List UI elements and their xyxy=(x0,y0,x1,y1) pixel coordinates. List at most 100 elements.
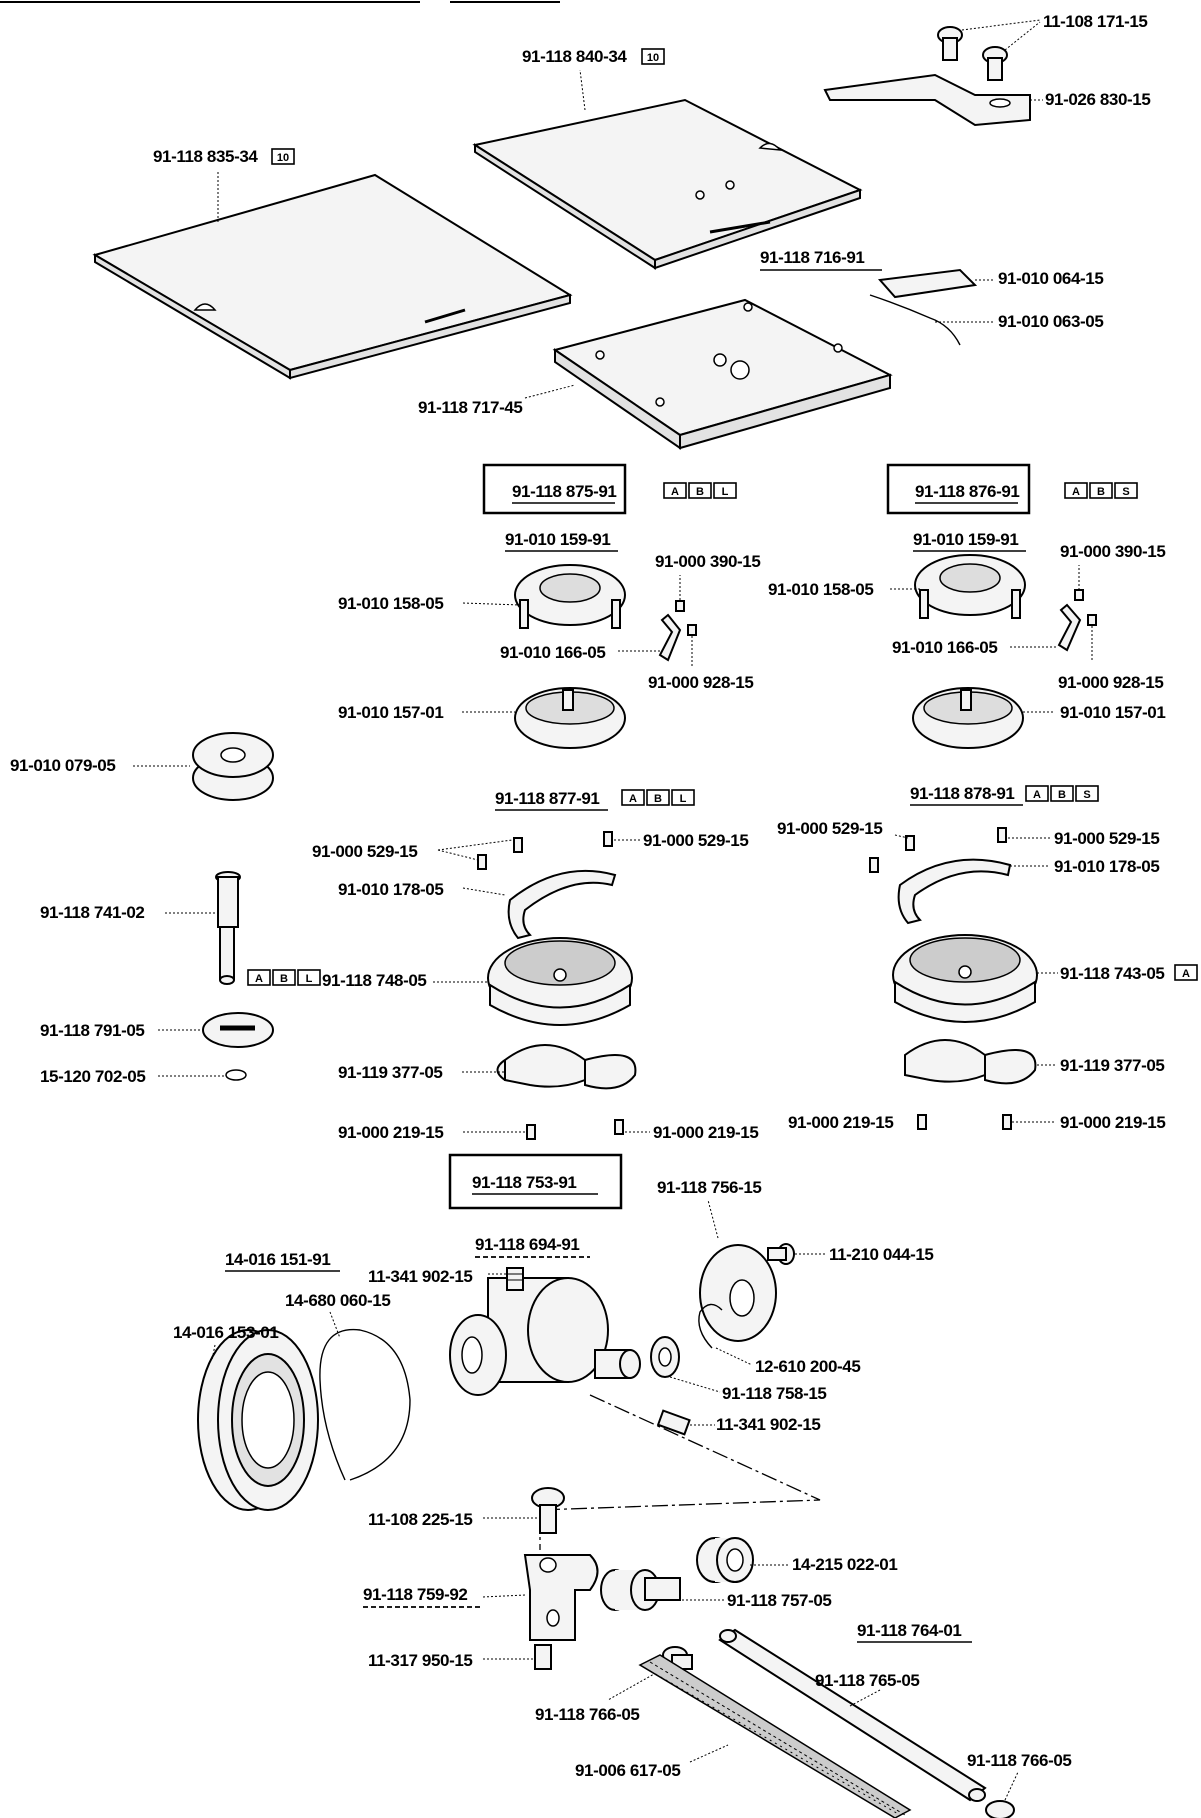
box-saddle-assy xyxy=(448,1153,623,1210)
label-slide-plate-left: 91-118 835-34 xyxy=(153,147,258,166)
label-gib-left: 91-010 178-05 xyxy=(338,880,443,899)
label-plug-right: 91-118 766-05 xyxy=(967,1751,1071,1770)
screw-top-right-part xyxy=(937,26,1008,81)
label-crank-assy: 91-118 759-92 xyxy=(363,1585,467,1604)
shaft-part xyxy=(718,1628,987,1802)
label-hook-sub-left: 91-118 877-91 xyxy=(495,789,599,808)
label-screw-390-right: 91-000 390-15 xyxy=(1060,542,1165,561)
label-bearing: 14-016 153-01 xyxy=(173,1323,278,1342)
label-screw-219-r2: 91-000 219-15 xyxy=(1060,1113,1165,1132)
svg-text:A: A xyxy=(671,486,679,498)
label-latch-right: 91-010 158-05 xyxy=(768,580,873,599)
svg-text:A: A xyxy=(1033,789,1041,801)
hook-right-part xyxy=(892,934,1038,1023)
throat-plate-part xyxy=(552,298,893,437)
label-bearing-assy: 14-016 151-91 xyxy=(225,1250,330,1269)
svg-text:S: S xyxy=(1083,789,1090,801)
small-washer-part xyxy=(225,1069,247,1081)
label-gib-right: 91-010 178-05 xyxy=(1054,857,1159,876)
label-hub-assy: 91-118 694-91 xyxy=(475,1235,579,1254)
label-snap-ring: 14-680 060-15 xyxy=(285,1291,390,1310)
badges-hook-assy-right: A B S xyxy=(1064,482,1138,499)
label-saddle-assy: 91-118 753-91 xyxy=(472,1173,576,1192)
label-pin: 91-118 741-02 xyxy=(40,903,144,922)
spring-wire-part xyxy=(869,294,961,346)
screw-219-left-part xyxy=(526,1119,624,1140)
label-screw-044: 11-210 044-15 xyxy=(829,1245,933,1264)
case-body-right-part xyxy=(912,687,1024,749)
slide-plate-right-part xyxy=(472,98,863,262)
label-lever-left: 91-010 166-05 xyxy=(500,643,605,662)
svg-text:S: S xyxy=(1122,486,1129,498)
label-hook-sub-right: 91-118 878-91 xyxy=(910,784,1014,803)
label-screw-529-r1: 91-000 529-15 xyxy=(777,819,882,838)
cover-plate-part xyxy=(699,1244,777,1342)
lever-left-part xyxy=(658,613,682,662)
e-ring-part xyxy=(698,1303,723,1349)
label-screw-928-right: 91-000 928-15 xyxy=(1058,673,1163,692)
label-screw-529-r2: 91-000 529-15 xyxy=(1054,829,1159,848)
label-screw-928-left: 91-000 928-15 xyxy=(648,673,753,692)
badges-pin: A B L xyxy=(247,969,321,986)
label-set-screw-mid: 11-341 902-15 xyxy=(716,1415,820,1434)
label-cover-plate: 91-118 756-15 xyxy=(657,1178,761,1197)
label-shaft: 91-118 765-05 xyxy=(815,1671,919,1690)
plug-right-part xyxy=(985,1800,1015,1818)
screw-529-right-part xyxy=(869,827,1007,873)
label-washer: 91-118 791-05 xyxy=(40,1021,144,1040)
svg-text:B: B xyxy=(1097,486,1105,498)
label-lever-right: 91-010 166-05 xyxy=(892,638,997,657)
badges-hook-assy-left: A B L xyxy=(663,482,737,499)
label-small-washer: 15-120 702-05 xyxy=(40,1067,145,1086)
set-screw-950-part xyxy=(534,1644,552,1670)
label-screw-219-l1: 91-000 219-15 xyxy=(338,1123,443,1142)
label-screw-225: 11-108 225-15 xyxy=(368,1510,472,1529)
label-bobbin-case-right: 91-010 159-91 xyxy=(913,530,1018,549)
bearing-part xyxy=(197,1329,319,1511)
label-screw-529-l2: 91-000 529-15 xyxy=(643,831,748,850)
screw-219-right-part xyxy=(917,1114,1012,1130)
badges-hook-sub-right: A B S xyxy=(1025,785,1099,802)
needle-bearing-part xyxy=(696,1537,754,1583)
screw-390-left-part xyxy=(675,600,697,636)
label-throat-plate: 91-118 717-45 xyxy=(418,398,522,417)
svg-text:L: L xyxy=(680,793,687,805)
svg-text:B: B xyxy=(1058,789,1066,801)
bracket-top-right-part xyxy=(823,73,1031,127)
label-bobbin-case-left: 91-010 159-91 xyxy=(505,530,610,549)
label-screw-390-left: 91-000 390-15 xyxy=(655,552,760,571)
slide-plate-left-part xyxy=(92,173,573,372)
label-hook-right: 91-118 743-05 xyxy=(1060,964,1164,983)
pin-part xyxy=(215,871,241,985)
svg-text:10: 10 xyxy=(277,152,289,164)
label-screw-529-l1: 91-000 529-15 xyxy=(312,842,417,861)
gib-right-part xyxy=(897,858,1012,925)
label-wick: 91-006 617-05 xyxy=(575,1761,680,1780)
svg-text:B: B xyxy=(696,486,704,498)
set-screw-top-part xyxy=(506,1267,524,1291)
hub-part xyxy=(449,1277,641,1396)
label-spring-block: 91-010 064-15 xyxy=(998,269,1103,288)
label-bracket-top-right: 91-026 830-15 xyxy=(1045,90,1150,109)
label-case-body-right: 91-010 157-01 xyxy=(1060,703,1165,722)
label-shaft-assy: 91-118 764-01 xyxy=(857,1621,961,1640)
base-right-part xyxy=(904,1039,986,1083)
label-plug-left: 91-118 766-05 xyxy=(535,1705,639,1724)
box-hook-assy-left xyxy=(482,463,627,515)
svg-text:10: 10 xyxy=(647,52,659,64)
label-hook-assy-left: 91-118 875-91 xyxy=(512,482,616,501)
label-hook-left: 91-118 748-05 xyxy=(322,971,426,990)
svg-text:B: B xyxy=(280,973,288,985)
label-screw-top-right: 11-108 171-15 xyxy=(1043,12,1147,31)
washer-part xyxy=(202,1012,274,1048)
bobbin-part xyxy=(192,732,274,801)
svg-text:B: B xyxy=(654,793,662,805)
box-hook-assy-right xyxy=(886,463,1031,515)
svg-text:A: A xyxy=(1182,968,1190,980)
label-stud: 91-118 757-05 xyxy=(727,1591,831,1610)
svg-text:A: A xyxy=(629,793,637,805)
svg-text:A: A xyxy=(255,973,263,985)
screw-225-part xyxy=(531,1487,565,1534)
base-left-part xyxy=(496,1044,586,1088)
svg-text:L: L xyxy=(306,973,313,985)
